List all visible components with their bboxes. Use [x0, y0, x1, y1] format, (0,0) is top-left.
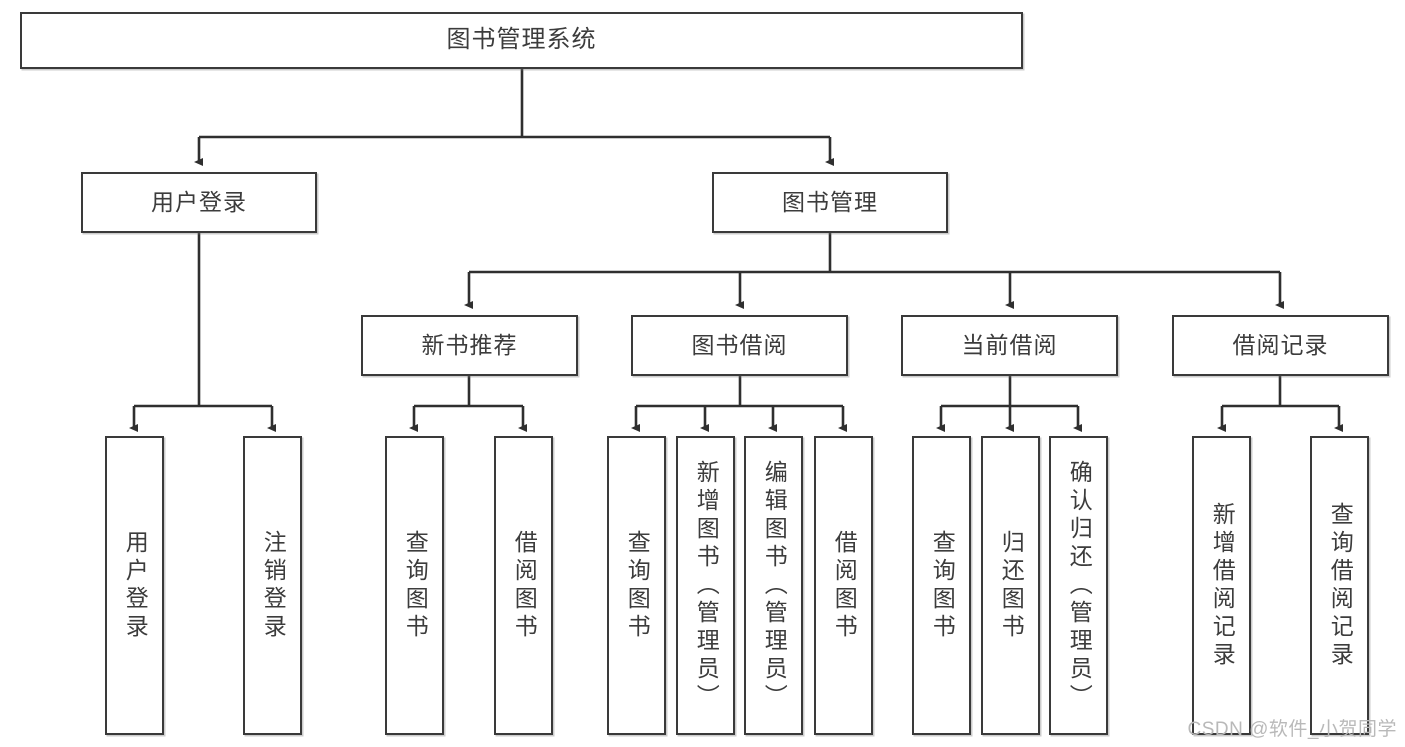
node-label: 图书管理: [782, 188, 878, 215]
node-label: 借阅图书: [831, 529, 858, 642]
node-label: 查询借阅记录: [1327, 501, 1354, 670]
node-current-borrow[interactable]: 当前借阅: [901, 315, 1118, 376]
watermark-text: CSDN @软件_小贺同学: [1187, 719, 1397, 740]
leaf-edit-book[interactable]: 编辑图书（管理员）: [744, 436, 803, 735]
node-label: 新增借阅记录: [1209, 501, 1236, 670]
node-label: 归还图书: [998, 529, 1025, 642]
node-book-borrow[interactable]: 图书借阅: [631, 315, 848, 376]
node-label: 当前借阅: [961, 331, 1058, 358]
node-label: 确认归还（管理员）: [1066, 459, 1093, 712]
node-label: 编辑图书（管理员）: [761, 459, 788, 712]
node-label: 图书管理系统: [446, 26, 597, 54]
node-label: 查询图书: [929, 529, 956, 642]
leaf-query-book-1[interactable]: 查询图书: [385, 436, 444, 735]
leaf-query-record[interactable]: 查询借阅记录: [1310, 436, 1369, 735]
node-label: 借阅记录: [1232, 331, 1329, 358]
leaf-add-book[interactable]: 新增图书（管理员）: [676, 436, 735, 735]
node-label: 新书推荐: [421, 331, 518, 358]
leaf-query-book-2[interactable]: 查询图书: [607, 436, 666, 735]
leaf-add-record[interactable]: 新增借阅记录: [1192, 436, 1251, 735]
node-borrow-record[interactable]: 借阅记录: [1172, 315, 1389, 376]
leaf-user-login[interactable]: 用户登录: [105, 436, 164, 735]
node-label: 查询图书: [402, 529, 429, 642]
leaf-borrow-book-1[interactable]: 借阅图书: [494, 436, 553, 735]
node-book-manage[interactable]: 图书管理: [712, 172, 948, 233]
node-label: 用户登录: [122, 529, 149, 642]
node-label: 查询图书: [624, 529, 651, 642]
leaf-confirm-return[interactable]: 确认归还（管理员）: [1049, 436, 1108, 735]
node-label: 注销登录: [260, 529, 287, 642]
leaf-logout[interactable]: 注销登录: [243, 436, 302, 735]
node-label: 用户登录: [151, 188, 247, 215]
leaf-return-book[interactable]: 归还图书: [981, 436, 1040, 735]
node-root-system[interactable]: 图书管理系统: [20, 12, 1023, 69]
leaf-borrow-book-2[interactable]: 借阅图书: [814, 436, 873, 735]
node-label: 借阅图书: [511, 529, 538, 642]
node-label: 新增图书（管理员）: [693, 459, 720, 712]
node-new-book-rec[interactable]: 新书推荐: [361, 315, 578, 376]
node-label: 图书借阅: [691, 331, 788, 358]
node-user-login[interactable]: 用户登录: [81, 172, 317, 233]
leaf-query-book-3[interactable]: 查询图书: [912, 436, 971, 735]
